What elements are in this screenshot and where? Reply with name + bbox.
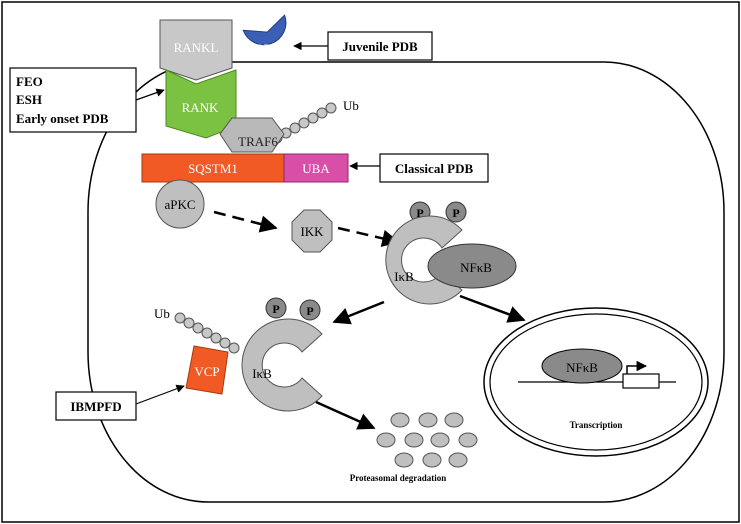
apkc-label: aPKC (164, 197, 195, 212)
opg-label: OPG (255, 41, 279, 55)
juvenile-pdb-box: Juvenile PDB (327, 31, 433, 61)
nucleus: NFκB Transcription (483, 307, 709, 457)
transcription-arrow (626, 360, 648, 374)
vcp-label: VCP (194, 364, 219, 379)
traf6-label: TRAF6 (238, 134, 278, 149)
ibmpfd-arrow (135, 384, 185, 405)
apkc-to-ikk-arrow (213, 210, 278, 233)
ub-left-label: Ub (154, 306, 170, 321)
nfkb-upper: NFκB (427, 243, 517, 289)
apkc: aPKC (155, 179, 205, 229)
classical-pdb-box: Classical PDB (379, 153, 489, 183)
ikb-lower: IκB (241, 318, 323, 412)
p3-label: P (272, 302, 279, 316)
p4-label: P (306, 304, 313, 318)
rank: RANK (165, 69, 237, 139)
gene-box (622, 373, 660, 389)
uba-domain: UBA (283, 153, 349, 183)
p2-label: P (452, 206, 459, 220)
esh-label: ESH (16, 92, 42, 107)
rankl-label: RANKL (174, 40, 219, 55)
ibmpfd-label: IBMPFD (70, 399, 121, 414)
nfkb-nucleus-shape (541, 348, 623, 384)
to-lower-ikb-arrow (332, 300, 385, 325)
nfkb-nucleus-label: NFκB (566, 360, 598, 375)
ikk-label: IKK (300, 224, 324, 239)
uba-label: UBA (302, 161, 330, 176)
feo-label: FEO (16, 74, 43, 89)
opg: OPG (242, 14, 287, 55)
ikb-lower-label: IκB (252, 366, 272, 381)
sqstm1-bar: SQSTM1 (141, 153, 285, 183)
ubiquitin-chain-left (174, 312, 240, 354)
sqstm1-label: SQSTM1 (188, 161, 238, 176)
juvenile-pdb-label: Juvenile PDB (342, 39, 418, 54)
phospho-group-lower: P P (265, 297, 321, 321)
early-onset-pdb-label: Early onset PDB (16, 111, 109, 126)
ub-top-label: Ub (343, 98, 359, 113)
ibmpfd-box: IBMPFD (55, 391, 137, 421)
feo-esh-box: FEO ESH Early onset PDB (9, 67, 137, 133)
proteasomal-degradation-label: Proteasomal degradation (350, 473, 447, 483)
ikb-upper-label: IκB (394, 269, 414, 284)
ikk: IKK (291, 209, 333, 253)
transcription-label: Transcription (570, 420, 623, 430)
classical-pdb-label: Classical PDB (395, 161, 474, 176)
degradation-fragments (376, 412, 478, 468)
p1-label: P (416, 206, 423, 220)
to-proteasome-arrow (315, 400, 376, 430)
nfkb-upper-label: NFκB (460, 260, 492, 275)
rank-label: RANK (182, 100, 219, 115)
cell-membrane (87, 61, 725, 503)
to-nucleus-arrow (459, 294, 526, 323)
rankl: RANKL (159, 19, 233, 81)
ikk-to-ikb-arrow (337, 226, 400, 247)
vcp: VCP (185, 345, 229, 395)
traf6: TRAF6 (219, 117, 285, 153)
feo-arrow (135, 88, 165, 101)
